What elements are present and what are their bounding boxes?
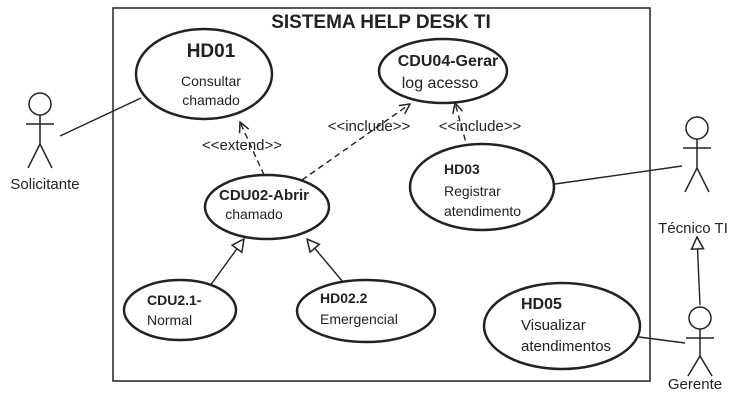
association-hd05-gerente	[638, 336, 686, 344]
actor-gerente-label: Gerente	[668, 376, 722, 393]
include-arrow-cdu02	[301, 104, 410, 181]
system-title: SISTEMA HELP DESK TI	[271, 12, 491, 33]
include-arrow-hd03	[455, 103, 469, 151]
cdu04-id: CDU04-Gerar	[398, 53, 498, 70]
hd022-id: HD02.2	[320, 290, 368, 306]
association-solicitante-hd01	[59, 97, 142, 137]
cdu21-line1: Normal	[147, 312, 192, 328]
actor-tecnico-head	[685, 116, 709, 140]
hd05-id: HD05	[521, 296, 562, 313]
cdu04-line1: log acesso	[402, 75, 479, 92]
hd01-line2: chamado	[182, 92, 240, 108]
actor-solicitante-label: Solicitante	[10, 176, 79, 193]
cdu21-id: CDU2.1-	[147, 292, 202, 308]
use-case-cdu04[interactable]: CDU04-Gerar log acesso	[377, 37, 509, 105]
cdu02-line1: chamado	[225, 206, 283, 222]
include-label-cdu02: <<include>>	[328, 118, 411, 135]
generalization-hd022-cdu02	[307, 239, 344, 283]
use-case-hd03[interactable]: HD03 Registrar atendimento	[408, 142, 556, 232]
hd03-line2: atendimento	[444, 203, 521, 219]
generalization-gerente-tecnico	[697, 237, 700, 306]
use-case-cdu21[interactable]: CDU2.1- Normal	[122, 278, 238, 342]
association-hd03-tecnico	[554, 165, 683, 185]
actor-gerente[interactable]	[686, 306, 714, 377]
actor-solicitante-head	[28, 92, 52, 116]
actor-tecnico-label: Técnico TI	[658, 220, 728, 237]
cdu02-id: CDU02-Abrir	[219, 187, 309, 204]
use-case-cdu02[interactable]: CDU02-Abrir chamado	[203, 173, 331, 241]
hd05-line1: Visualizar	[521, 317, 586, 334]
hd05-line2: atendimentos	[521, 338, 611, 355]
hd01-line1: Consultar	[181, 73, 241, 89]
use-case-hd022[interactable]: HD02.2 Emergencial	[295, 278, 437, 344]
hd03-line1: Registrar	[444, 183, 501, 199]
hd022-line1: Emergencial	[320, 311, 398, 327]
generalization-cdu21-cdu02	[206, 239, 244, 291]
hd01-id: HD01	[187, 41, 236, 62]
use-case-hd01[interactable]: HD01 Consultar chamado	[134, 27, 274, 121]
hd03-id: HD03	[444, 161, 480, 177]
actor-gerente-head	[688, 306, 712, 330]
extend-label: <<extend>>	[202, 137, 282, 154]
include-label-hd03: <<include>>	[439, 118, 522, 135]
system-boundary	[112, 7, 651, 382]
actor-solicitante[interactable]	[26, 92, 54, 169]
actor-tecnico-ti[interactable]	[683, 116, 711, 193]
use-case-hd05[interactable]: HD05 Visualizar atendimentos	[482, 281, 642, 371]
